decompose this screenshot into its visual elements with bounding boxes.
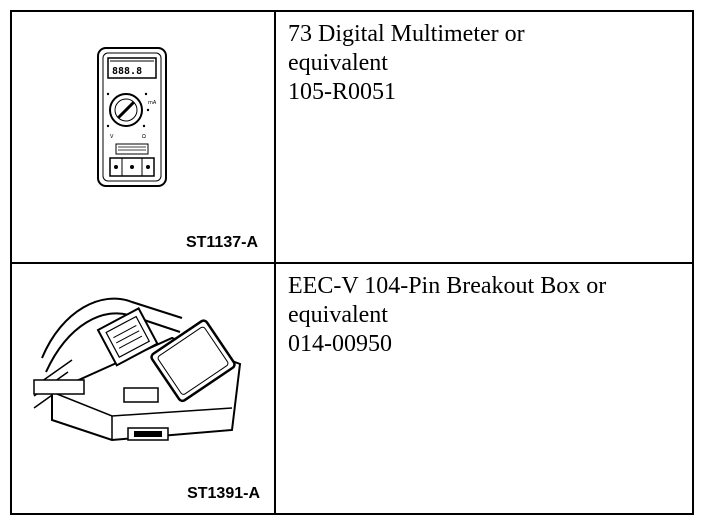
illustration-cell: 888.8 mA Ω V xyxy=(12,12,276,262)
svg-text:Ω: Ω xyxy=(142,134,146,140)
tool-number: 105-R0051 xyxy=(288,79,396,105)
tool-name-line: equivalent xyxy=(288,50,388,76)
tool-description: 73 Digital Multimeter or equivalent 105-… xyxy=(278,12,692,262)
illustration-cell: ST1391-A xyxy=(12,264,276,513)
svg-text:888.8: 888.8 xyxy=(112,66,142,77)
svg-text:V: V xyxy=(110,134,114,140)
figure-code: ST1391-A xyxy=(187,485,260,502)
tool-description: EEC-V 104-Pin Breakout Box or equivalent… xyxy=(278,264,692,513)
tool-name-line: equivalent xyxy=(288,302,388,328)
tool-number: 014-00950 xyxy=(288,331,392,357)
tool-name-line: EEC-V 104-Pin Breakout Box or xyxy=(288,273,607,299)
digital-multimeter-icon: 888.8 mA Ω V xyxy=(97,47,167,187)
special-tools-table: 888.8 mA Ω V xyxy=(10,10,694,515)
svg-text:mA: mA xyxy=(148,100,157,106)
table-row: ST1391-A EEC-V 104-Pin Breakout Box or e… xyxy=(12,264,692,513)
table-row: 888.8 mA Ω V xyxy=(12,12,692,264)
breakout-box-icon xyxy=(33,297,242,442)
figure-code: ST1137-A xyxy=(185,234,258,251)
tool-name-line: 73 Digital Multimeter or xyxy=(288,21,525,47)
